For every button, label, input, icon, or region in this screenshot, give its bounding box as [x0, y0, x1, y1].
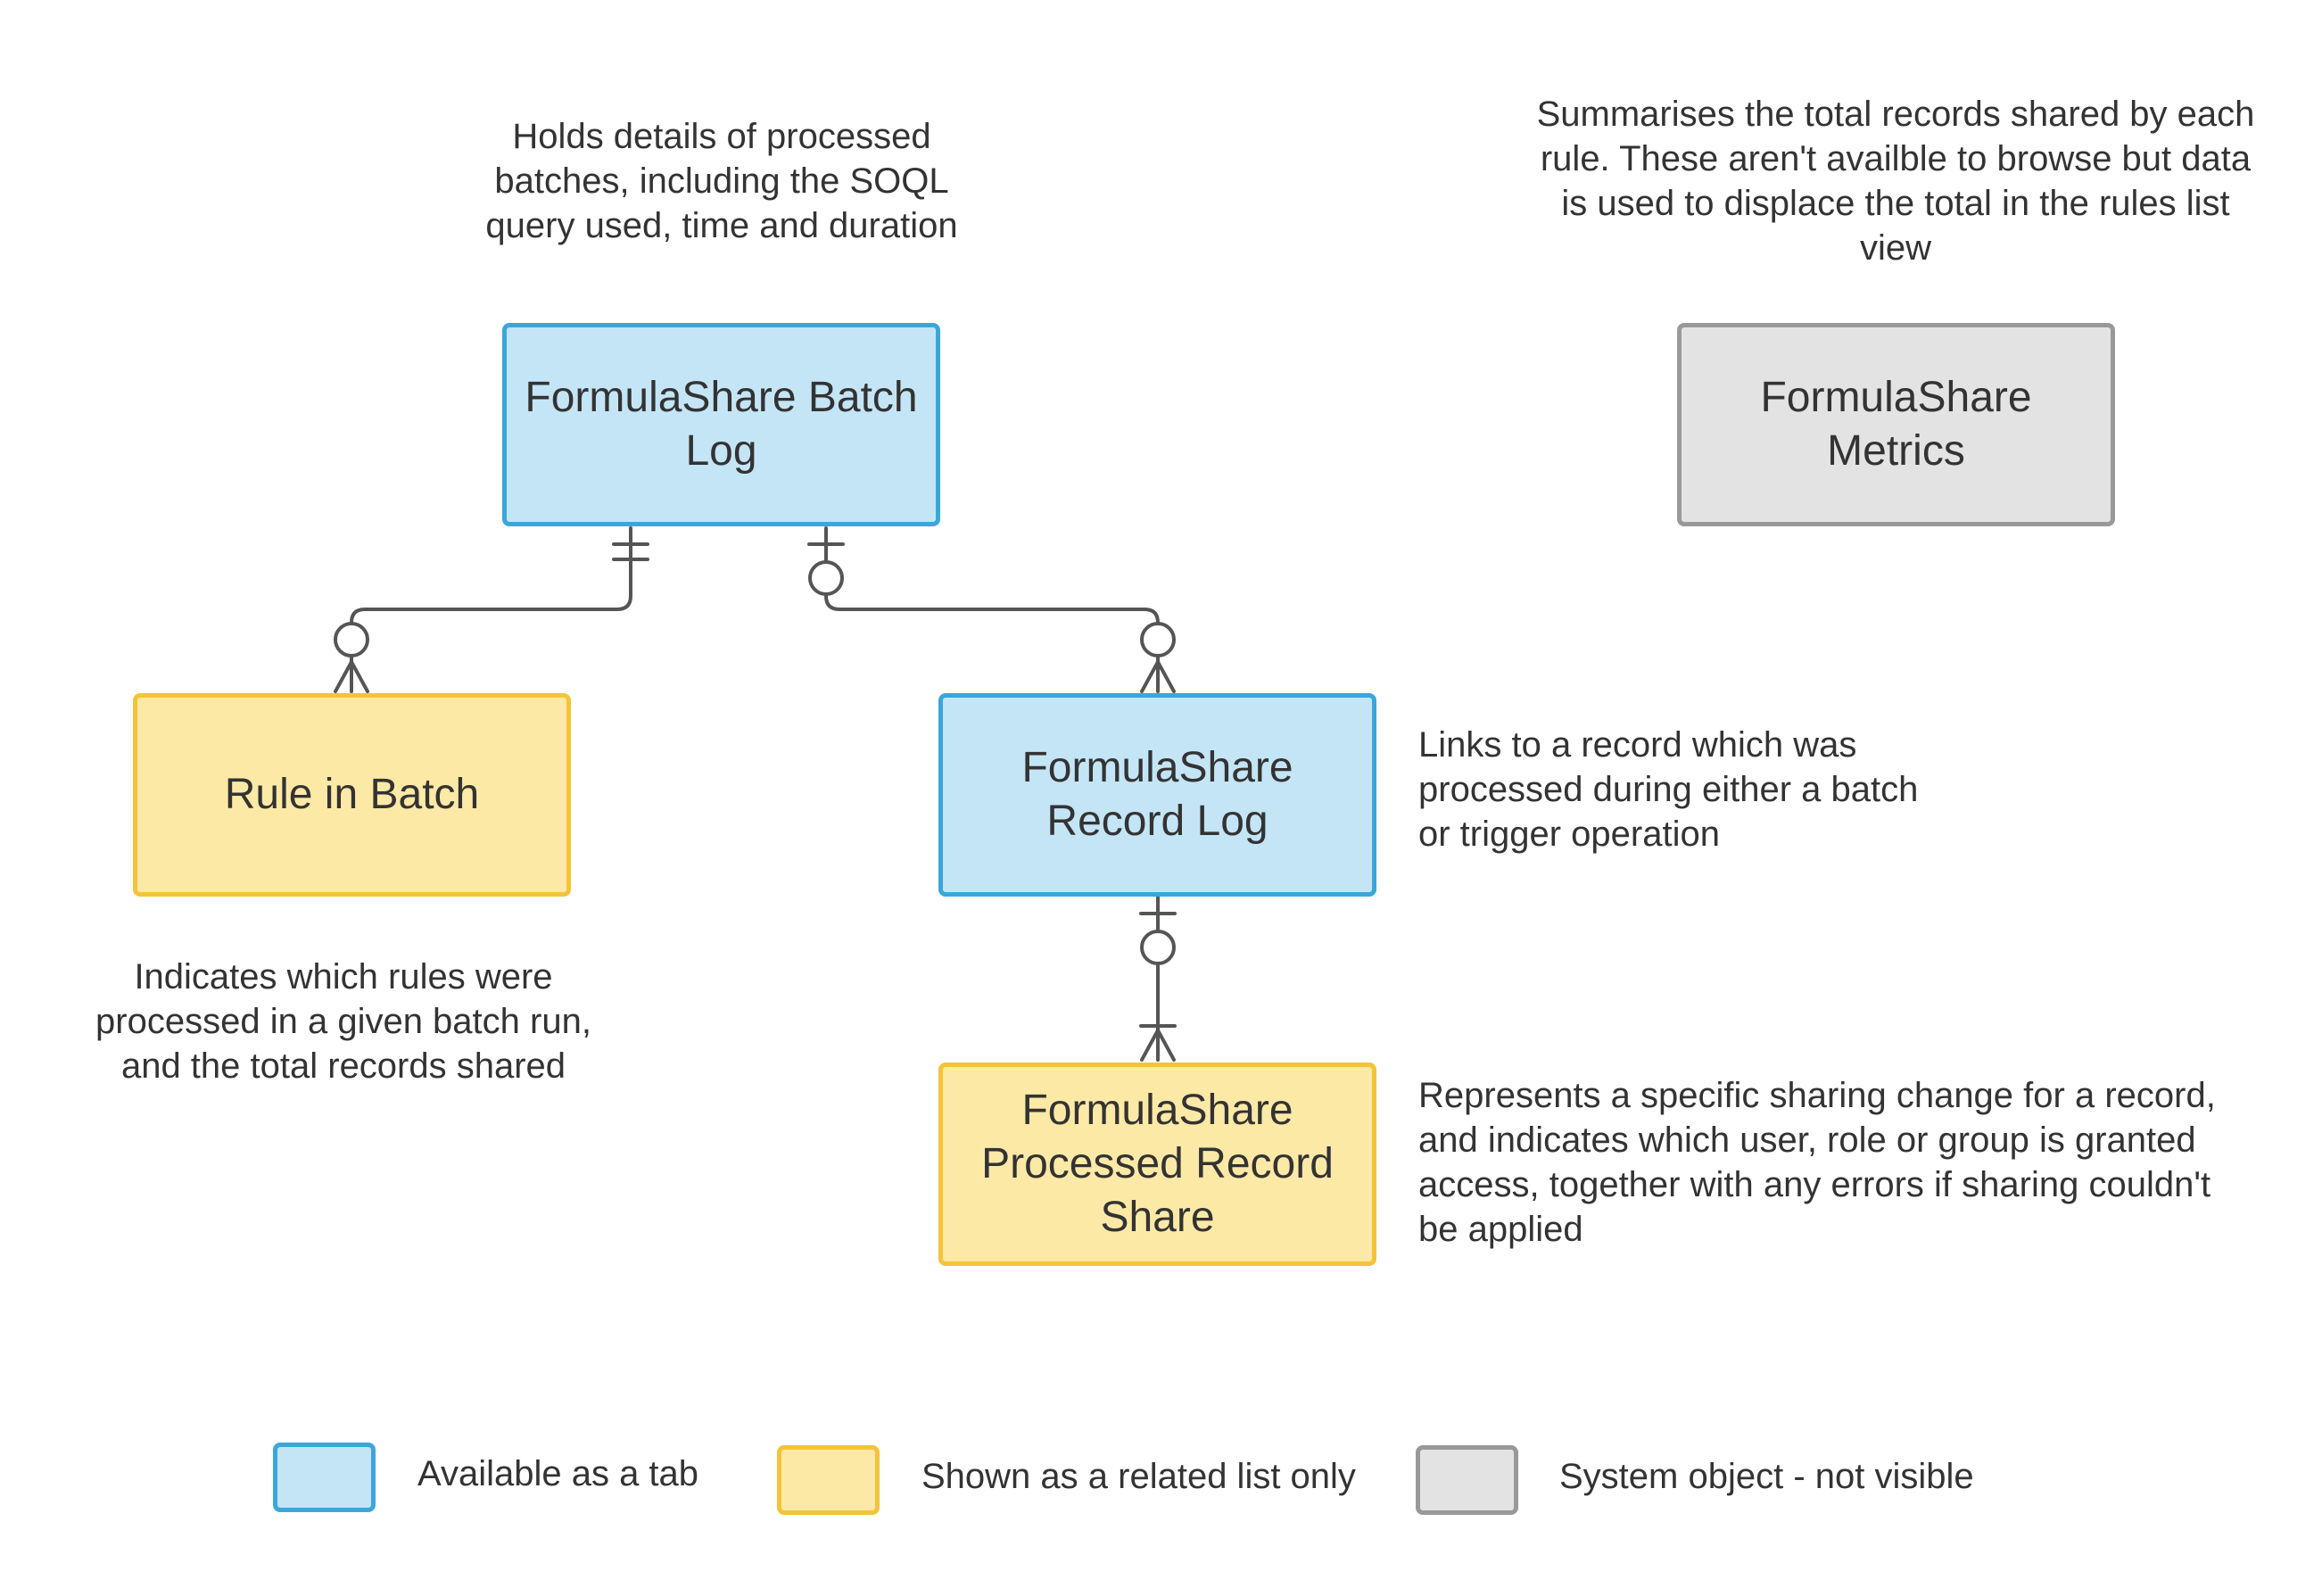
entity-record-log-label: FormulaShare Record Log — [1021, 744, 1293, 845]
legend-swatch-tab — [273, 1443, 376, 1512]
entity-metrics-label: FormulaShare Metrics — [1760, 374, 2032, 475]
entity-rule-in-batch: Rule in Batch — [133, 693, 571, 897]
entity-record-log: FormulaShare Record Log — [938, 693, 1376, 897]
legend-label-system: System object - not visible — [1559, 1457, 1974, 1496]
note-batch-log: Holds details of processed batches, incl… — [485, 117, 958, 245]
note-metrics: Summarises the total records shared by e… — [1536, 95, 2255, 268]
note-processed-record-share: Represents a specific sharing change for… — [1418, 1076, 2216, 1249]
legend-label-tab: Available as a tab — [417, 1454, 699, 1493]
legend-swatch-system — [1416, 1445, 1518, 1515]
connector-record-log-to-processed-share — [1139, 896, 1177, 1062]
legend-label-related-list: Shown as a related list only — [921, 1457, 1356, 1496]
entity-rule-in-batch-label: Rule in Batch — [224, 771, 480, 818]
entity-processed-record-share: FormulaShare Processed Record Share — [938, 1063, 1376, 1266]
entity-batch-log-label: FormulaShare Batch Log — [525, 374, 918, 475]
note-record-log: Links to a record which was processed du… — [1418, 725, 1919, 854]
connector-batch-log-to-record-log — [807, 526, 1176, 693]
note-rule-in-batch: Indicates which rules were processed in … — [95, 957, 591, 1086]
entity-metrics: FormulaShare Metrics — [1677, 323, 2115, 526]
connector-batch-log-to-rule-in-batch — [334, 526, 649, 693]
entity-processed-record-share-label: FormulaShare Processed Record Share — [981, 1087, 1334, 1241]
legend-swatch-related-list — [777, 1445, 880, 1515]
entity-batch-log: FormulaShare Batch Log — [502, 323, 940, 526]
